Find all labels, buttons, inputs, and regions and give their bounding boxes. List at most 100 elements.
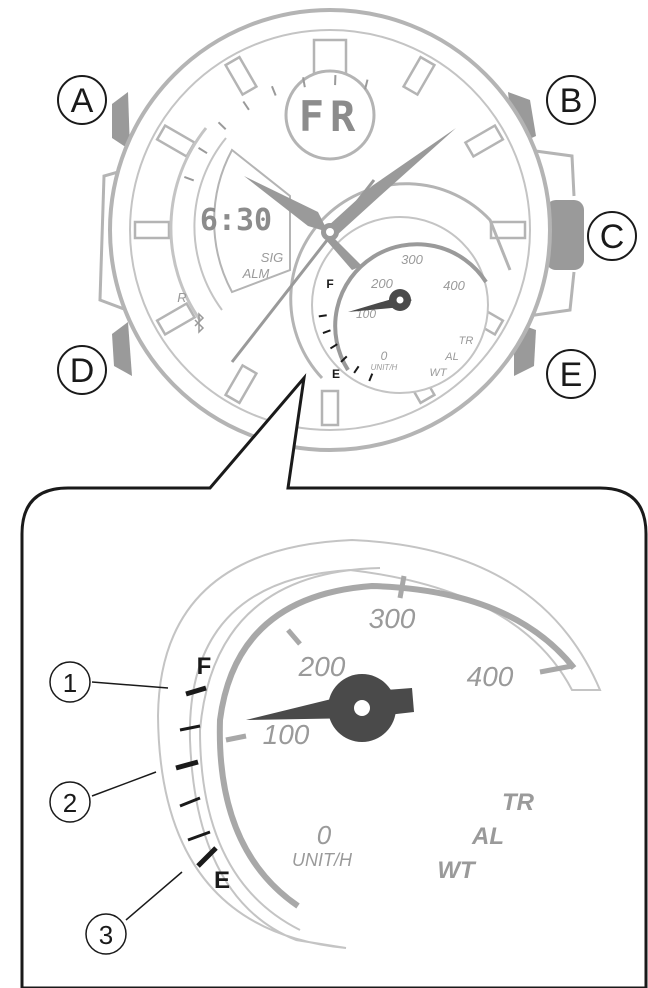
gauge-fuel-tick [329, 343, 338, 350]
zoom-fuel-tick [179, 724, 201, 732]
zoom-mode-al: AL [471, 823, 504, 850]
hour-marker [155, 301, 197, 337]
zoom-tick-300 [397, 575, 407, 599]
svg-text:C: C [600, 218, 625, 256]
gauge-label-zero: 0 [381, 349, 388, 363]
second-hand [230, 179, 376, 363]
button-d-shape [112, 322, 132, 376]
gauge-fuel-tick [318, 314, 327, 318]
zoom-inner-arc [198, 567, 381, 931]
center-pin [326, 228, 334, 236]
digital-display-window [213, 148, 291, 294]
gauge-label-400: 400 [443, 278, 465, 293]
button-c-label: C [587, 211, 637, 261]
sig-label: SIG [261, 250, 283, 265]
svg-text:D: D [70, 352, 95, 390]
gauge-fuel-tick [368, 373, 374, 382]
button-a-shape [112, 92, 130, 150]
zoom-fuel-tick [196, 846, 218, 868]
svg-text:2: 2 [63, 788, 77, 818]
hour-marker [320, 389, 340, 427]
button-d-label: D [57, 345, 107, 395]
zoom-mode-tr: TR [502, 789, 535, 816]
left-arc-ticks [184, 75, 369, 182]
callout-1: 1 [49, 661, 91, 703]
gauge-mode-al: AL [444, 351, 458, 363]
button-c-shape [546, 200, 584, 270]
zoom-fuel-tick [185, 685, 207, 697]
zoom-label-200: 200 [298, 651, 346, 682]
callout-2-leader [91, 771, 157, 797]
hour-marker [489, 220, 527, 240]
zoom-fuel-tick [187, 830, 211, 842]
gauge-fuel-tick [322, 329, 331, 334]
button-a-label: A [57, 75, 107, 125]
zoom-label-300: 300 [369, 603, 416, 634]
gauge-label-unit: UNIT/H [371, 363, 398, 372]
bluetooth-icon [194, 312, 205, 334]
gauge-outer-arc [289, 182, 512, 380]
zoom-tick-100 [225, 733, 247, 743]
svg-text:1: 1 [63, 668, 77, 698]
left-arc-tick [364, 79, 369, 90]
gauge-fuel-tick [353, 365, 360, 374]
gauge-scale-arc [333, 242, 488, 372]
gauge-full-label: F [326, 277, 333, 291]
hour-marker [223, 363, 259, 405]
svg-text:3: 3 [99, 920, 113, 950]
zoom-fuel-tick [179, 796, 201, 808]
hour-marker [401, 55, 437, 97]
svg-text:A: A [71, 82, 94, 120]
hour-hand [244, 176, 328, 232]
alm-label: ALM [242, 266, 270, 281]
gauge-mode-wt: WT [429, 367, 447, 379]
callout-3: 3 [85, 913, 127, 955]
zoom-scale-arc [216, 582, 577, 909]
left-arc-tick [302, 77, 306, 88]
gauge-mode-tr: TR [459, 335, 474, 347]
zoom-mode-wt: WT [437, 857, 477, 884]
button-b-label: B [546, 75, 596, 125]
zoom-gauge-pin [354, 700, 370, 716]
zoom-outer-band [156, 538, 602, 949]
callout-3-leader [125, 871, 183, 921]
bezel-inner [129, 29, 531, 431]
zoom-callout-frame [20, 373, 648, 988]
callout-2: 2 [49, 781, 91, 823]
zoom-fuel-tick [175, 759, 199, 771]
zoom-label-400: 400 [467, 661, 514, 692]
left-arc-tick [184, 176, 195, 182]
left-arc-tick [198, 147, 208, 155]
left-arc-tick [271, 85, 277, 96]
minute-hand [328, 128, 456, 236]
hand-tail [326, 238, 362, 270]
gauge-label-200: 200 [370, 276, 393, 291]
zoom-label-unit: UNIT/H [292, 850, 353, 870]
gauge-hand-pin [396, 296, 404, 304]
zoom-fuel-ticks [175, 685, 218, 868]
r-label: R [177, 290, 186, 305]
hour-marker [133, 220, 171, 240]
left-arc-tick [217, 121, 227, 130]
callout-1-leader [91, 681, 169, 689]
top-display-text: FR [299, 92, 362, 141]
top-subdial [284, 69, 376, 161]
zoom-tick-400 [539, 663, 573, 675]
svg-text:E: E [560, 356, 583, 394]
left-arc-track [169, 127, 208, 321]
zoom-label-100: 100 [263, 719, 310, 750]
gauge-empty-label: E [332, 367, 340, 381]
left-arc-track-inner [193, 137, 227, 311]
gauge-label-300: 300 [401, 252, 423, 267]
gauge-fuel-ticks [318, 314, 374, 382]
zoom-full-label: F [197, 653, 212, 680]
svg-text:B: B [560, 82, 583, 120]
hour-marker [463, 123, 505, 159]
zoom-tick-200 [286, 628, 302, 646]
gauge-fuel-tick [340, 355, 348, 363]
zoom-label-zero: 0 [317, 820, 332, 850]
hour-marker [223, 55, 259, 97]
left-arc-tick [242, 100, 250, 111]
digital-time: 6:30 [200, 203, 272, 238]
